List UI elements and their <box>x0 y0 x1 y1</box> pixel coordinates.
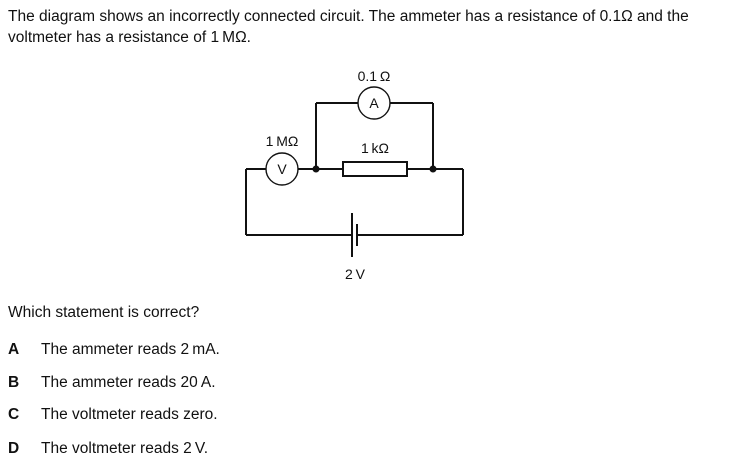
option-d[interactable]: D The voltmeter reads 2 V. <box>8 440 208 458</box>
ammeter-glyph: A <box>369 95 379 111</box>
voltmeter-symbol <box>265 152 299 186</box>
option-text: The ammeter reads 2 mA. <box>41 341 220 358</box>
ammeter-symbol <box>357 86 391 120</box>
resistor-label: 1 kΩ <box>361 140 389 156</box>
cell-voltage-label: 2 V <box>345 266 366 282</box>
question-prompt: Which statement is correct? <box>8 304 200 321</box>
resistor-symbol <box>342 161 408 177</box>
junction-node-left <box>312 165 320 173</box>
option-c[interactable]: C The voltmeter reads zero. <box>8 406 218 424</box>
voltmeter-resistance-label: 1 MΩ <box>266 133 299 149</box>
option-b[interactable]: B The ammeter reads 20 A. <box>8 374 216 392</box>
option-a[interactable]: A The ammeter reads 2 mA. <box>8 341 220 359</box>
ammeter-resistance-label: 0.1 Ω <box>358 68 391 84</box>
question-intro: The diagram shows an incorrectly connect… <box>8 8 689 46</box>
option-text: The ammeter reads 20 A. <box>41 374 216 391</box>
option-letter: D <box>8 440 20 457</box>
option-letter: A <box>8 341 20 358</box>
option-letter: B <box>8 374 20 391</box>
voltmeter-glyph: V <box>277 161 287 177</box>
option-letter: C <box>8 406 20 423</box>
option-text: The voltmeter reads 2 V. <box>41 440 209 457</box>
junction-node-right <box>429 165 437 173</box>
option-text: The voltmeter reads zero. <box>41 406 218 423</box>
